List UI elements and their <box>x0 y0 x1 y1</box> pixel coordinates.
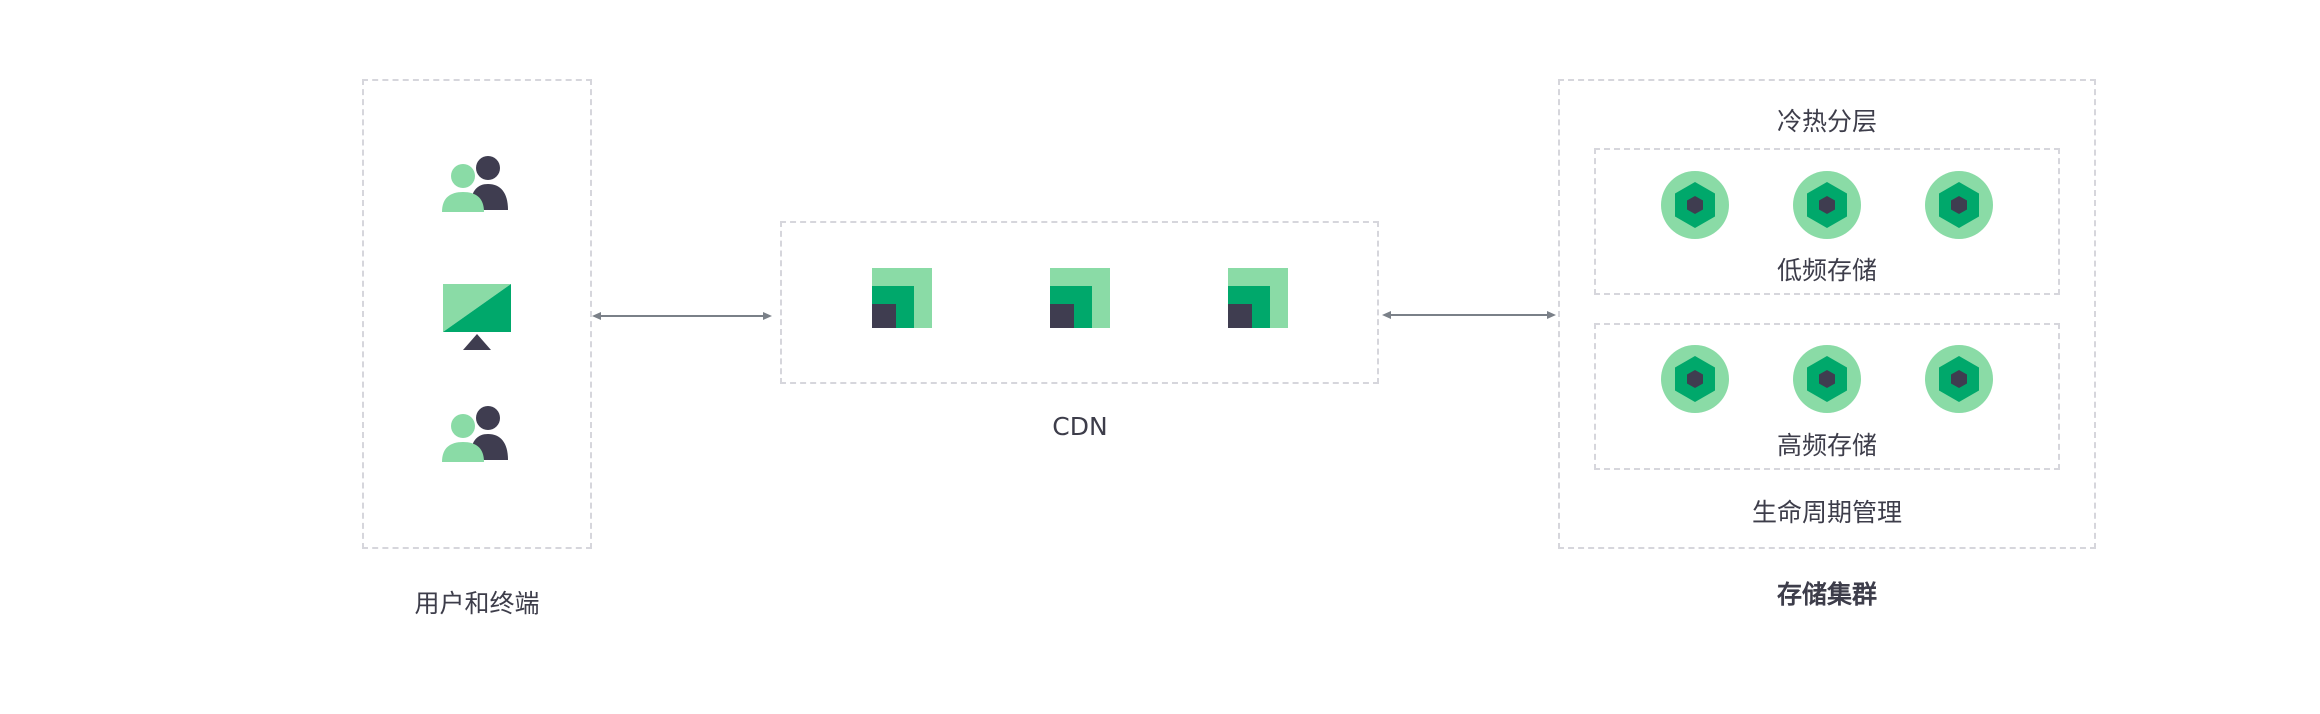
storage-caption: 存储集群 <box>1776 580 1877 609</box>
storage-cluster-box <box>1558 79 2096 549</box>
storage-node-icon <box>1925 345 1993 413</box>
cdn-box <box>780 221 1379 384</box>
low-frequency-label: 低频存储 <box>1776 256 1877 285</box>
tiering-label: 冷热分层 <box>1776 107 1877 136</box>
storage-node-icon <box>1661 171 1729 239</box>
storage-node-icon <box>1661 345 1729 413</box>
storage-node-icon <box>1793 345 1861 413</box>
users-icon <box>442 156 508 212</box>
cdn-node-icon <box>1228 268 1288 328</box>
lifecycle-label: 生命周期管理 <box>1751 498 1902 527</box>
bidirectional-arrow <box>1382 311 1556 319</box>
monitor-icon <box>443 284 511 350</box>
high-frequency-tier-box <box>1594 323 2060 470</box>
high-frequency-label: 高频存储 <box>1776 431 1877 460</box>
bidirectional-arrow <box>592 312 772 320</box>
cdn-node-icon <box>872 268 932 328</box>
storage-node-icon <box>1925 171 1993 239</box>
users-caption: 用户和终端 <box>414 589 540 618</box>
storage-node-icon <box>1793 171 1861 239</box>
cdn-node-icon <box>1050 268 1110 328</box>
cdn-caption: CDN <box>1052 412 1108 441</box>
users-box <box>362 79 592 549</box>
users-icon <box>442 406 508 462</box>
low-frequency-tier-box <box>1594 148 2060 295</box>
